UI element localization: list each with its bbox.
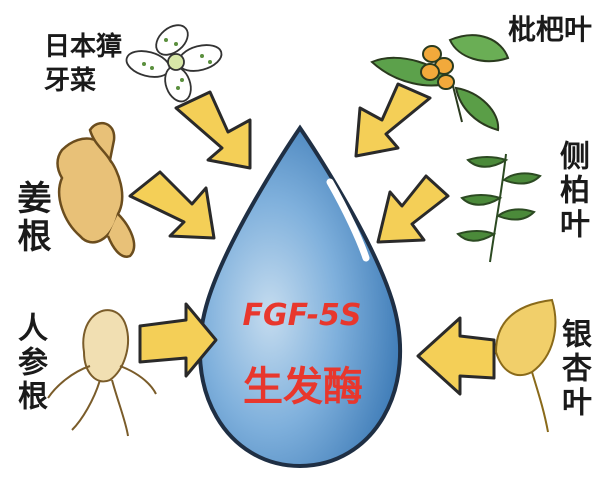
enzyme-name: 生发酶 bbox=[243, 364, 363, 410]
loquat-illustration bbox=[370, 34, 510, 132]
label-arborvitae-leaf: 侧柏叶 bbox=[554, 140, 589, 242]
arrow-left-bottom bbox=[138, 302, 218, 378]
label-japanese-fringetree: 日本獐牙菜 bbox=[44, 32, 123, 96]
ginseng-illustration bbox=[47, 309, 157, 437]
water-drop bbox=[197, 124, 403, 469]
arborvitae-illustration bbox=[456, 153, 542, 263]
arrow-left-middle bbox=[128, 170, 216, 240]
flower-illustration bbox=[125, 24, 223, 103]
label-ginseng-root: 人参根 bbox=[12, 312, 47, 414]
label-ginger-root: 姜根 bbox=[11, 180, 51, 256]
label-ginkgo-leaf: 银杏叶 bbox=[556, 318, 591, 420]
ginger-illustration bbox=[56, 121, 136, 258]
ginkgo-illustration bbox=[494, 298, 557, 433]
arrow-right-bottom bbox=[416, 316, 496, 396]
enzyme-code: FGF-5S bbox=[242, 298, 362, 333]
arrow-top-left bbox=[174, 90, 252, 170]
label-loquat-leaf: 枇杷叶 bbox=[508, 13, 593, 46]
arrow-right-middle bbox=[376, 174, 450, 244]
arrow-top-right bbox=[354, 82, 432, 158]
water-drop-highlight bbox=[326, 178, 370, 262]
